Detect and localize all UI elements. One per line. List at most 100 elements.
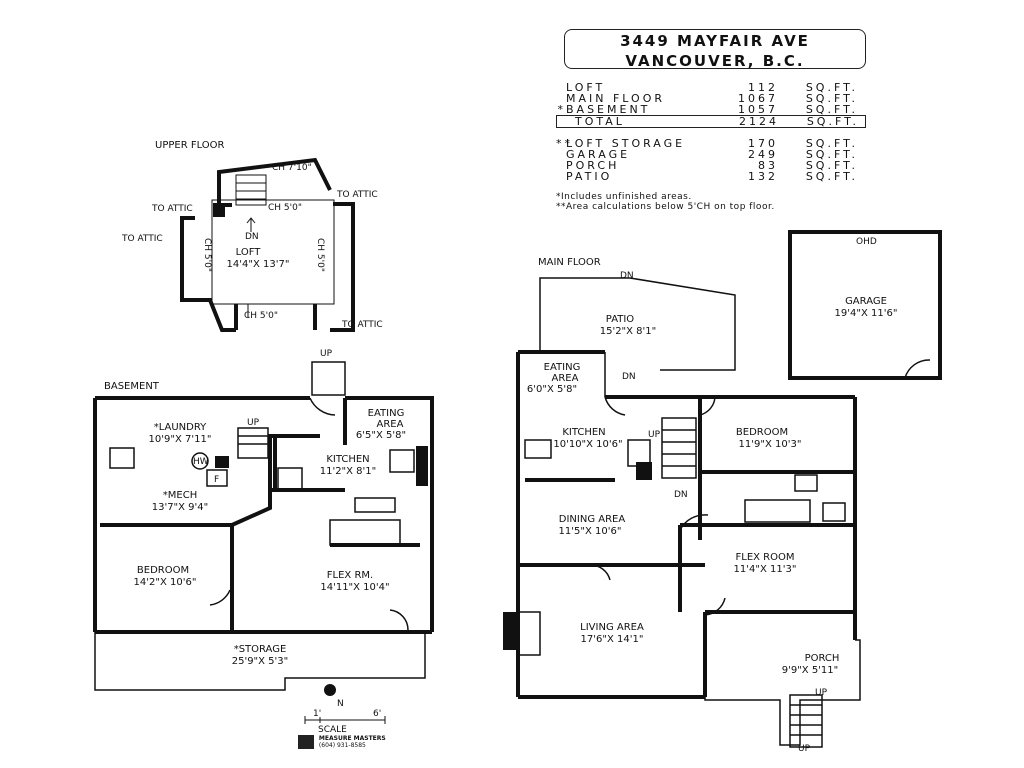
area-value: 249 — [748, 148, 778, 161]
to-attic-left: TO ATTIC — [121, 234, 163, 244]
hw-label: HW — [193, 457, 209, 467]
note-unfinished: *Includes unfinished areas. — [556, 192, 692, 202]
area-star: * — [557, 103, 566, 116]
area-value: 170 — [748, 137, 778, 150]
main-dn-top: DN — [620, 271, 634, 281]
basement-hw-unit — [215, 456, 229, 468]
loft-dim: 14'4"X 13'7" — [227, 259, 290, 270]
laundry-name: *LAUNDRY — [154, 422, 207, 433]
area-table: LOFT 112 SQ.FT. MAIN FLOOR 1067 SQ.FT. *… — [556, 82, 866, 182]
logo-icon — [298, 735, 314, 749]
garage-dim: 19'4"X 11'6" — [835, 308, 898, 319]
area-total-row: TOTAL 2124 SQ.FT. — [556, 115, 866, 128]
flex-rm-dim: 14'11"X 10'4" — [320, 582, 389, 593]
main-dn-stair: DN — [674, 490, 688, 500]
garage-name: GARAGE — [845, 296, 887, 307]
address-line2: VANCOUVER, B.C. — [625, 52, 805, 70]
basement-chimney — [416, 446, 428, 486]
address-box: 3449 MAYFAIR AVE VANCOUVER, B.C. — [564, 29, 866, 70]
north-label: N — [337, 699, 344, 709]
area-value: 112 — [748, 81, 778, 94]
area-label: PATIO — [566, 170, 613, 183]
scale-right: 6' — [373, 709, 381, 719]
living-name: LIVING AREA — [580, 622, 644, 633]
mech-name: *MECH — [163, 490, 197, 501]
ch-right: CH 5'0" — [315, 238, 325, 272]
main-kitchen-dim: 10'10"X 10'6" — [553, 439, 622, 450]
laundry-dim: 10'9"X 7'11" — [149, 434, 212, 445]
measure-masters-logo: MEASURE MASTERS (604) 931-8585 — [298, 735, 386, 749]
title-basement: BASEMENT — [104, 381, 160, 392]
title-main-floor: MAIN FLOOR — [538, 257, 601, 268]
area-unit: SQ.FT. — [805, 81, 858, 94]
area-label: MAIN FLOOR — [566, 92, 666, 105]
area-row: LOFT 112 SQ.FT. — [556, 82, 866, 93]
area-value: 1067 — [738, 92, 778, 105]
area-value: 83 — [758, 159, 778, 172]
upper-loft-outline — [211, 174, 335, 318]
basement-up-outside: UP — [320, 349, 333, 359]
area-label: PORCH — [566, 159, 620, 172]
flex-room-name: FLEX ROOM — [736, 552, 795, 563]
logo-phone: (604) 931-8585 — [318, 742, 366, 749]
garage-door-swing — [904, 359, 931, 379]
main-bedroom-name: BEDROOM — [736, 427, 788, 438]
north-arrow-icon — [324, 684, 336, 696]
main-dn-patio: DN — [622, 372, 636, 382]
upper-dn: DN — [245, 232, 259, 242]
area-unit: SQ.FT. — [805, 148, 858, 161]
scale-left: 1' — [313, 709, 321, 719]
to-attic-bottom-right: TO ATTIC — [341, 320, 383, 330]
main-fireplace — [503, 612, 519, 650]
logo-name: MEASURE MASTERS — [318, 735, 386, 742]
area-row: GARAGE 249 SQ.FT. — [556, 149, 866, 160]
ch-bottom: CH 5'0" — [244, 311, 278, 321]
basement-bedroom-name: BEDROOM — [137, 565, 189, 576]
area-label: LOFT — [566, 81, 606, 94]
area-label: TOTAL — [575, 115, 625, 128]
patio-dim: 15'2"X 8'1" — [600, 326, 657, 337]
porch-dim: 9'9"X 5'11" — [782, 665, 839, 676]
area-row: * BASEMENT 1057 SQ.FT. — [556, 104, 866, 115]
main-up-stair: UP — [648, 430, 661, 440]
upper-chimney — [213, 205, 225, 217]
storage-dim: 25'9"X 5'3" — [232, 656, 289, 667]
f-label: F — [214, 475, 219, 485]
basement-eating-name1: EATING — [368, 408, 405, 419]
porch-name: PORCH — [805, 653, 840, 664]
area-unit: SQ.FT. — [806, 115, 859, 128]
area-unit: SQ.FT. — [805, 170, 858, 183]
area-value: 132 — [748, 170, 778, 183]
to-attic-top-right: TO ATTIC — [336, 190, 378, 200]
main-stair-post — [636, 462, 652, 480]
garage-walls — [788, 230, 942, 380]
patio-name: PATIO — [606, 314, 635, 325]
storage-name: *STORAGE — [234, 644, 287, 655]
main-eating-name2: AREA — [552, 373, 579, 384]
basement-eating-dim: 6'5"X 5'8" — [356, 430, 406, 441]
main-bedroom-dim: 11'9"X 10'3" — [739, 439, 802, 450]
dining-name: DINING AREA — [559, 514, 626, 525]
main-up-bottom: UP — [798, 744, 811, 754]
dining-dim: 11'5"X 10'6" — [559, 526, 622, 537]
loft-name: LOFT — [236, 247, 262, 258]
area-unit: SQ.FT. — [805, 103, 858, 116]
area-label: BASEMENT — [566, 103, 651, 116]
flex-room-dim: 11'4"X 11'3" — [734, 564, 797, 575]
area-unit: SQ.FT. — [805, 137, 858, 150]
area-label: LOFT STORAGE — [566, 137, 686, 150]
ch-left: CH 5'0" — [202, 238, 212, 272]
ch-top: CH 7'10" — [272, 163, 312, 173]
ch-mid: CH 5'0" — [268, 203, 302, 213]
basement-up-stair: UP — [247, 418, 260, 428]
area-value: 1057 — [738, 103, 778, 116]
basement-eating-name2: AREA — [377, 419, 404, 430]
main-eating-name1: EATING — [544, 362, 581, 373]
basement-walls — [93, 396, 434, 634]
area-unit: SQ.FT. — [805, 159, 858, 172]
scale-bar — [304, 716, 386, 724]
basement-storage-outline — [94, 361, 426, 691]
basement-bedroom-dim: 14'2"X 10'6" — [134, 577, 197, 588]
garage-ohd: OHD — [856, 237, 877, 247]
